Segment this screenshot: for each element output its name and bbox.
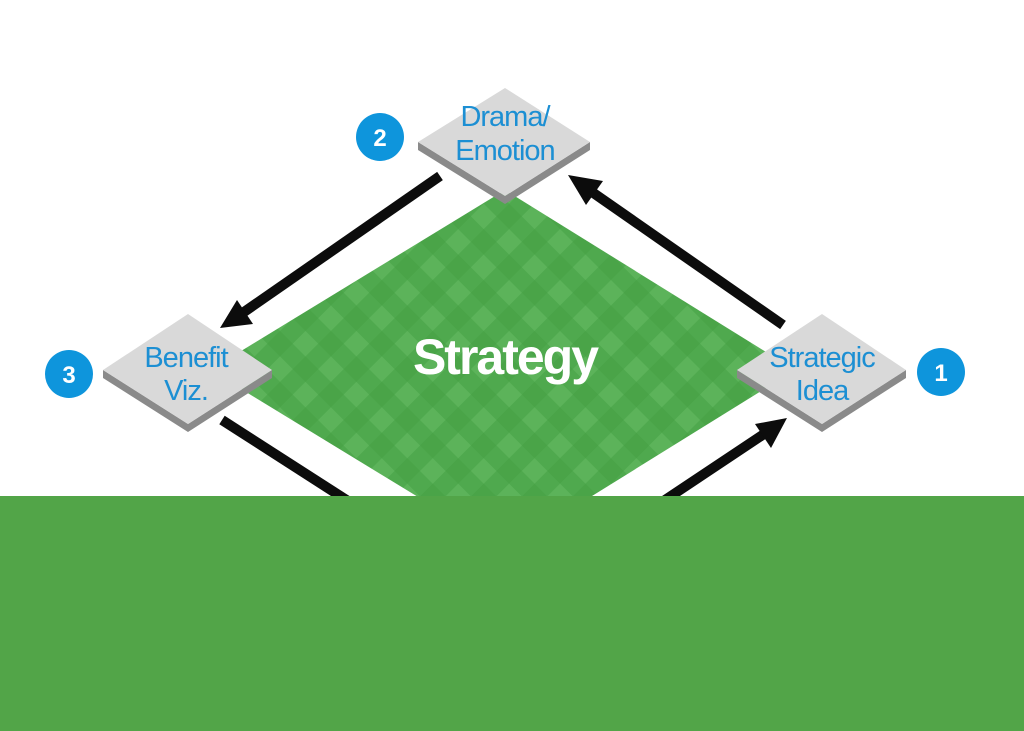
node-drama-emotion-line1: Drama/ [460,101,551,133]
bottom-green-band [0,496,1024,731]
arrow-drama-to-benefit [220,171,443,328]
node-strategic-idea-line2: Idea [796,375,850,407]
node-benefit-viz-line1: Benefit [144,342,228,374]
badge-2: 2 [356,113,404,161]
badge-3: 3 [45,350,93,398]
center-strategy-label: Strategy [413,329,599,385]
node-strategic-idea-line1: Strategic [769,342,875,374]
node-benefit-viz-line2: Viz. [164,375,208,407]
node-drama-emotion: Drama/ Emotion [418,88,590,204]
badge-1-number: 1 [934,360,947,387]
arrow-idea-to-drama [568,175,786,330]
node-drama-emotion-line2: Emotion [455,135,554,167]
arrow-benefit-down [219,415,365,515]
badge-3-number: 3 [62,362,75,389]
node-strategic-idea: Strategic Idea [737,314,906,432]
arrow-up-to-idea [662,418,787,505]
badge-2-number: 2 [373,125,386,152]
strategy-field [210,190,795,550]
node-benefit-viz: Benefit Viz. [103,314,272,432]
badge-1: 1 [917,348,965,396]
